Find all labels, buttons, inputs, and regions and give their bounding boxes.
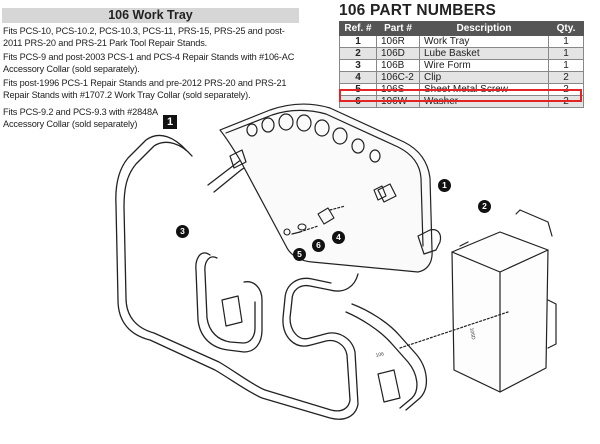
cell-qty: 1 bbox=[548, 35, 584, 48]
section-title: 106 Work Tray bbox=[2, 8, 299, 23]
screw-head-icon bbox=[283, 228, 291, 236]
callout-4: 4 bbox=[332, 231, 345, 244]
table-row: 3 106B Wire Form 1 bbox=[339, 59, 584, 72]
parts-table-header: Ref. # Part # Description Qty. bbox=[339, 21, 584, 36]
washer-icon bbox=[297, 223, 307, 231]
col-qty: Qty. bbox=[548, 21, 584, 36]
basket-part-mark: 106D bbox=[468, 327, 476, 340]
clip-icon bbox=[317, 207, 335, 225]
callout-1: 1 bbox=[438, 179, 451, 192]
col-part: Part # bbox=[376, 21, 420, 36]
highlight-box-screw bbox=[339, 89, 582, 102]
cell-desc: Lube Basket bbox=[419, 47, 549, 60]
hardware bbox=[283, 185, 387, 236]
fits-note-2: Fits PCS-9 and post-2003 PCS-1 and PCS-4… bbox=[3, 52, 295, 74]
cell-qty: 2 bbox=[548, 71, 584, 84]
work-tray bbox=[219, 103, 442, 403]
callout-3: 3 bbox=[176, 225, 189, 238]
figure-marker: 1 bbox=[163, 115, 177, 129]
parts-table-title: 106 PART NUMBERS bbox=[339, 2, 497, 19]
fits-note-3: Fits post-1996 PCS-1 Repair Stands and p… bbox=[3, 78, 287, 100]
wire-form bbox=[115, 134, 427, 420]
cell-ref: 4 bbox=[339, 71, 377, 84]
callout-2: 2 bbox=[478, 200, 491, 213]
col-description: Description bbox=[419, 21, 549, 36]
fits-note-4: Fits PCS-9.2 and PCS-9.3 with #2848A Acc… bbox=[3, 107, 158, 129]
tray-part-mark: 106 bbox=[375, 351, 385, 359]
callout-6: 6 bbox=[312, 239, 325, 252]
callout-5: 5 bbox=[293, 248, 306, 261]
col-ref: Ref. # bbox=[339, 21, 377, 36]
cell-ref: 2 bbox=[339, 47, 377, 60]
lube-basket bbox=[399, 209, 557, 393]
fits-note-1: Fits PCS-10, PCS-10.2, PCS-10.3, PCS-11,… bbox=[3, 26, 285, 48]
